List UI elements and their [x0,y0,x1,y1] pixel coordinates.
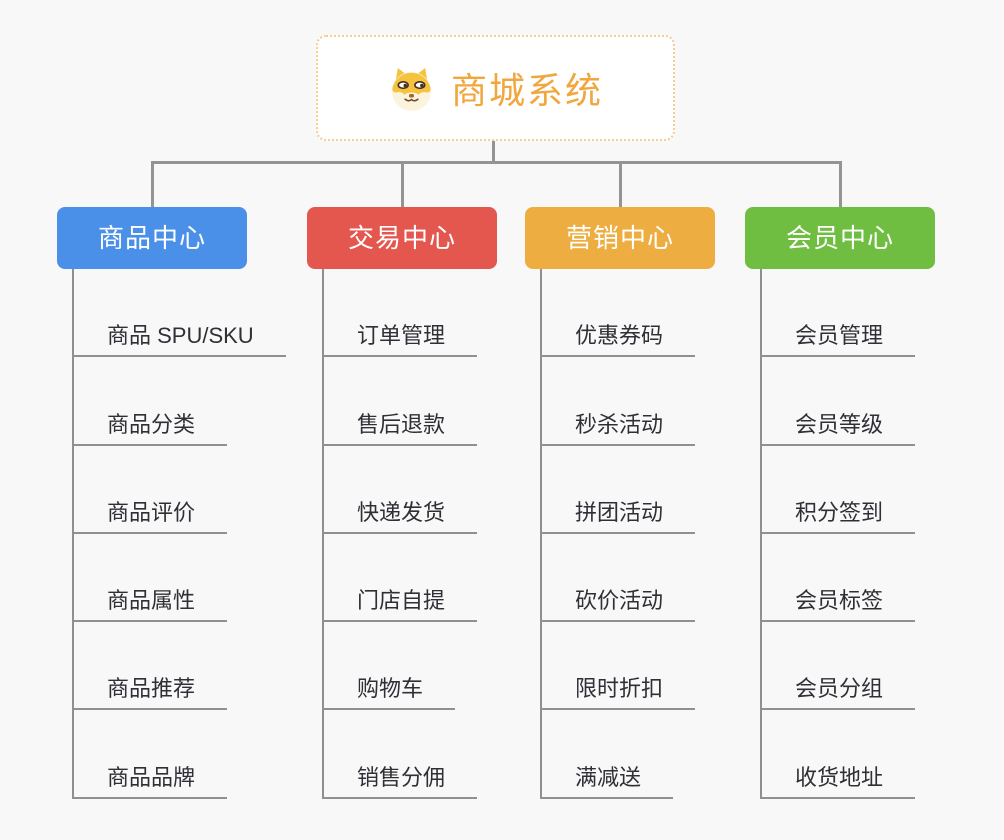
connector-drop-marketing [618,161,622,207]
child-node[interactable]: 商品属性 [72,534,228,623]
child-node[interactable]: 快递发货 [322,446,478,534]
branch-node-marketing-center[interactable]: 营销中心 [525,207,715,269]
child-node[interactable]: 商品 SPU/SKU [72,269,286,358]
branch-product-center: 商品中心 商品 SPU/SKU 商品分类 商品评价 商品属性 商品推荐 商品品牌 [57,207,286,799]
child-node[interactable]: 售后退款 [322,357,478,446]
child-node[interactable]: 购物车 [322,622,456,711]
child-node[interactable]: 商品品牌 [72,710,228,799]
branch-spine [322,269,324,799]
root-node-title: 商城系统 [450,70,603,111]
child-node[interactable]: 商品评价 [72,446,228,534]
branch-children: 会员管理 会员等级 积分签到 会员标签 会员分组 收货地址 [760,269,916,799]
child-node[interactable]: 秒杀活动 [540,357,696,446]
child-node[interactable]: 满减送 [540,710,674,799]
shiba-dog-icon [391,67,432,111]
child-node[interactable]: 积分签到 [760,446,916,534]
connector-drop-member [838,161,842,207]
connector-drop-trade [400,161,404,207]
branch-spine [72,269,74,799]
branch-node-trade-center[interactable]: 交易中心 [307,207,497,269]
connector-trunk [150,161,842,164]
child-node[interactable]: 限时折扣 [540,622,696,711]
child-node[interactable]: 优惠券码 [540,269,696,358]
child-node[interactable]: 砍价活动 [540,534,696,623]
branch-spine [760,269,762,799]
branch-children: 商品 SPU/SKU 商品分类 商品评价 商品属性 商品推荐 商品品牌 [72,269,286,799]
connector-root-drop [492,141,495,161]
branch-member-center: 会员中心 会员管理 会员等级 积分签到 会员标签 会员分组 收货地址 [745,207,935,799]
child-node[interactable]: 会员分组 [760,622,916,711]
child-node[interactable]: 会员标签 [760,534,916,623]
child-node[interactable]: 会员等级 [760,357,916,446]
branch-node-member-center[interactable]: 会员中心 [745,207,935,269]
child-node[interactable]: 会员管理 [760,269,916,358]
child-node[interactable]: 销售分佣 [322,710,478,799]
branch-trade-center: 交易中心 订单管理 售后退款 快递发货 门店自提 购物车 销售分佣 [307,207,497,799]
child-node[interactable]: 门店自提 [322,534,478,623]
branch-node-product-center[interactable]: 商品中心 [57,207,247,269]
child-node[interactable]: 订单管理 [322,269,478,358]
root-node-mall-system[interactable]: 商城系统 [316,35,675,141]
branch-marketing-center: 营销中心 优惠券码 秒杀活动 拼团活动 砍价活动 限时折扣 满减送 [525,207,715,799]
child-node[interactable]: 商品分类 [72,357,228,446]
branch-children: 订单管理 售后退款 快递发货 门店自提 购物车 销售分佣 [322,269,478,799]
child-node[interactable]: 拼团活动 [540,446,696,534]
branch-spine [540,269,542,799]
child-node[interactable]: 商品推荐 [72,622,228,711]
branch-children: 优惠券码 秒杀活动 拼团活动 砍价活动 限时折扣 满减送 [540,269,696,799]
connector-drop-product [150,161,154,207]
child-node[interactable]: 收货地址 [760,710,916,799]
